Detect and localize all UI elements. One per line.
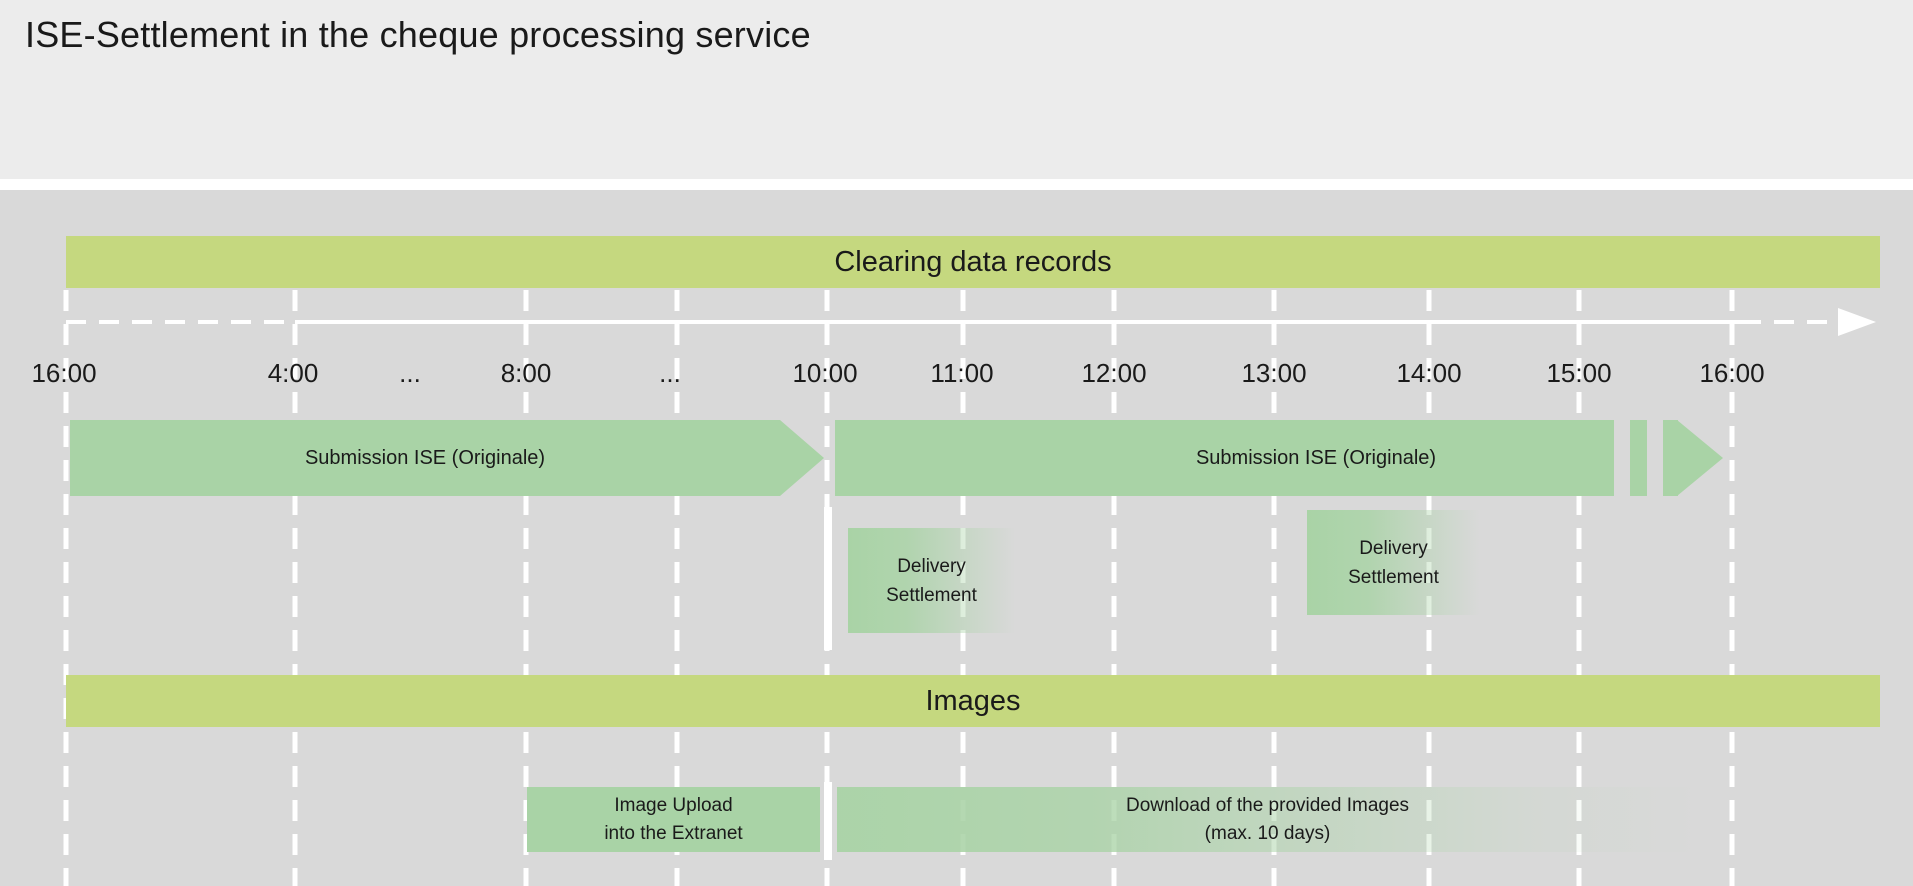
- images-section-bar: Images: [66, 675, 1880, 727]
- tick-label: ...: [659, 358, 681, 388]
- tick-label: 8:00: [500, 358, 552, 388]
- cutoff-marker-lower: [824, 782, 832, 860]
- slide-header: ISE-Settlement in the cheque processing …: [0, 0, 1913, 179]
- tick-label: 12:00: [1081, 358, 1147, 388]
- tick-label: ...: [399, 358, 421, 388]
- submission-bar-2-arrow-base: [1663, 420, 1678, 496]
- tick-label: 15:00: [1546, 358, 1612, 388]
- submission-bar-1: Submission ISE (Originale): [70, 420, 780, 496]
- clearing-section-bar: Clearing data records: [66, 236, 1880, 288]
- time-axis-dashed-right: [1741, 320, 1838, 324]
- gridline: [292, 290, 298, 886]
- tick-label: 13:00: [1241, 358, 1307, 388]
- tick-label: 16:00: [1699, 358, 1765, 388]
- submission-bar-1-label: Submission ISE (Originale): [304, 446, 546, 469]
- gridline: [1271, 290, 1277, 886]
- gridline: [63, 290, 69, 886]
- delivery-settlement-1-line1: Delivery: [897, 555, 966, 577]
- submission-bar-2-break-strip: [1630, 420, 1647, 496]
- tick-label: 4:00: [267, 358, 319, 388]
- gridline: [1729, 290, 1735, 886]
- submission-bar-2-arrowhead-icon: [1677, 420, 1723, 496]
- tick-label: 16:00: [31, 358, 97, 388]
- gridline: [523, 290, 529, 886]
- header-separator: [0, 179, 1913, 190]
- time-axis-arrowhead-icon: [1838, 308, 1876, 336]
- image-upload-line1: Image Upload: [614, 794, 733, 816]
- delivery-settlement-1-line2: Settlement: [886, 584, 977, 606]
- tick-label: 11:00: [930, 358, 994, 388]
- delivery-settlement-box-2: Delivery Settlement: [1307, 510, 1480, 615]
- image-download-line1: Download of the provided Images: [1125, 794, 1410, 816]
- image-download-line2: (max. 10 days): [1204, 822, 1331, 844]
- images-section-title: Images: [925, 684, 1021, 717]
- tick-label: 14:00: [1396, 358, 1462, 388]
- delivery-settlement-box-1: Delivery Settlement: [848, 528, 1015, 633]
- submission-bar-1-arrowhead-icon: [780, 420, 824, 496]
- gridline: [674, 290, 680, 886]
- gridline: [1111, 290, 1117, 886]
- cutoff-marker-upper: [824, 507, 832, 650]
- clearing-section-title: Clearing data records: [834, 245, 1112, 278]
- page-title: ISE-Settlement in the cheque processing …: [25, 14, 811, 55]
- image-upload-box: Image Upload into the Extranet: [527, 787, 820, 852]
- tick-label: 10:00: [792, 358, 858, 388]
- gridline: [1576, 290, 1582, 886]
- delivery-settlement-2-line1: Delivery: [1359, 537, 1428, 559]
- time-axis-dashed-left: [66, 320, 295, 324]
- image-upload-line2: into the Extranet: [604, 822, 743, 844]
- submission-bar-2-label: Submission ISE (Originale): [1195, 446, 1437, 469]
- image-download-box: Download of the provided Images (max. 10…: [837, 787, 1698, 852]
- delivery-settlement-2-line2: Settlement: [1348, 566, 1439, 588]
- submission-bar-2: [835, 420, 1614, 496]
- time-axis-solid: [295, 320, 1741, 324]
